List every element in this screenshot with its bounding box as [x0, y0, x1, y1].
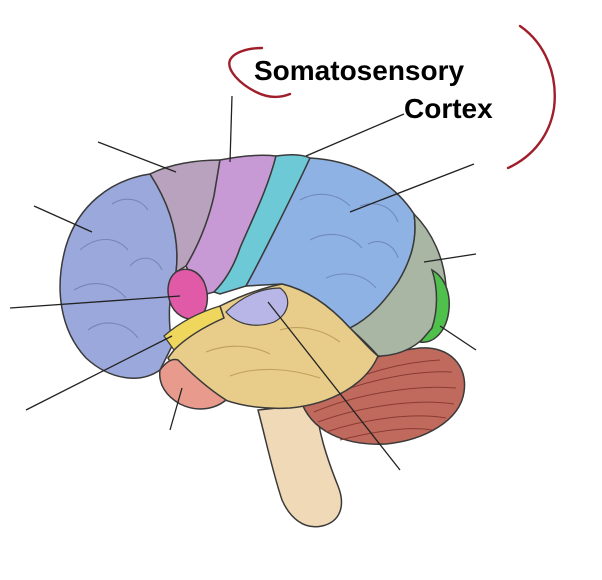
- temporal-lobe: [167, 283, 379, 410]
- gyri-texture: [73, 193, 399, 339]
- leader-line-visual: [439, 325, 477, 351]
- temporal-pole: [158, 358, 228, 410]
- visual-cortex: [418, 268, 450, 343]
- annotation-bracket-right: [506, 24, 556, 170]
- label-somatosensory: Somatosensory: [254, 55, 464, 86]
- motor-speech-area: [167, 268, 209, 320]
- label-cortex: Cortex: [404, 93, 493, 124]
- leader-lines: [9, 95, 477, 471]
- leader-line-premotor: [229, 95, 233, 163]
- frontal-lobe: [59, 173, 178, 379]
- leader-line-auditory: [267, 301, 401, 471]
- leader-line-insula: [25, 335, 173, 411]
- leader-line-parietal: [349, 163, 475, 213]
- leader-line-occipital: [423, 253, 477, 263]
- brainstem: [257, 403, 343, 528]
- occipital-region: [348, 211, 447, 357]
- leader-line-frontal: [33, 205, 93, 233]
- leader-line-broca: [9, 295, 181, 309]
- auditory-cortex: [225, 287, 289, 326]
- leader-line-somatosensory: [305, 113, 405, 157]
- leader-line-frontal-top: [97, 141, 177, 173]
- temporal-gyri: [205, 327, 341, 379]
- leader-line-temporal-pole: [169, 387, 183, 431]
- annotation-bracket-left: [228, 46, 292, 98]
